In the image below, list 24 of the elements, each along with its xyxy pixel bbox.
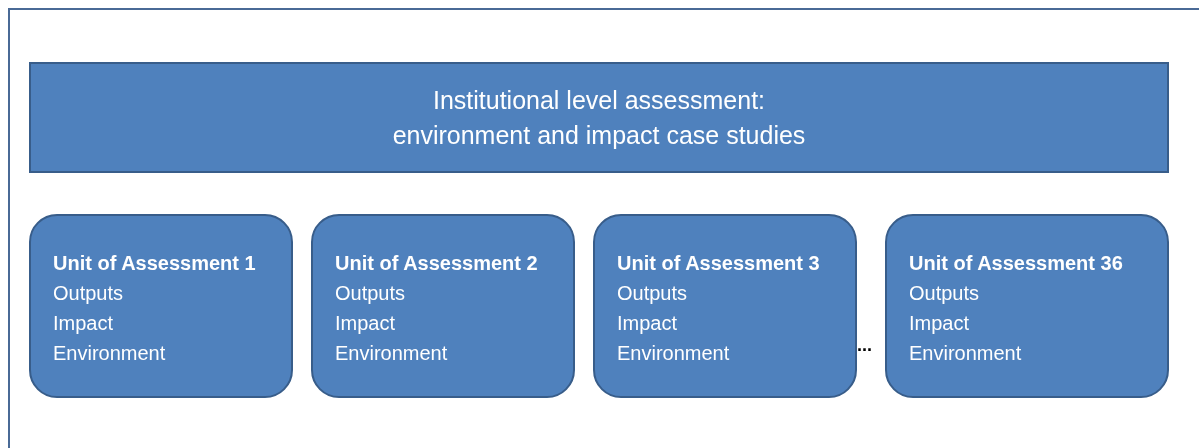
- unit-item: Impact: [53, 311, 115, 336]
- unit-box: [311, 214, 575, 398]
- unit-item: Environment: [53, 341, 167, 366]
- unit-box: [29, 214, 293, 398]
- unit-item: Outputs: [53, 281, 125, 306]
- banner-title: Institutional level assessment: environment and impact case studies: [391, 84, 807, 151]
- unit-item: Impact: [909, 311, 971, 336]
- unit-item: Impact: [617, 311, 679, 336]
- ellipsis-text: ...: [857, 335, 872, 356]
- unit-heading: Unit of Assessment 36: [909, 251, 1124, 276]
- unit-box: [885, 214, 1169, 398]
- unit-heading: Unit of Assessment 2: [335, 251, 539, 276]
- unit-item: Environment: [617, 341, 731, 366]
- unit-item: Outputs: [909, 281, 981, 306]
- unit-item: Impact: [335, 311, 397, 336]
- unit-heading: Unit of Assessment 1: [53, 251, 257, 276]
- unit-item: Outputs: [335, 281, 407, 306]
- unit-heading: Unit of Assessment 3: [617, 251, 821, 276]
- unit-item: Environment: [335, 341, 449, 366]
- banner-box: [29, 62, 1169, 173]
- unit-item: Outputs: [617, 281, 689, 306]
- unit-box: [593, 214, 857, 398]
- frame-box: [8, 8, 1199, 448]
- unit-item: Environment: [909, 341, 1023, 366]
